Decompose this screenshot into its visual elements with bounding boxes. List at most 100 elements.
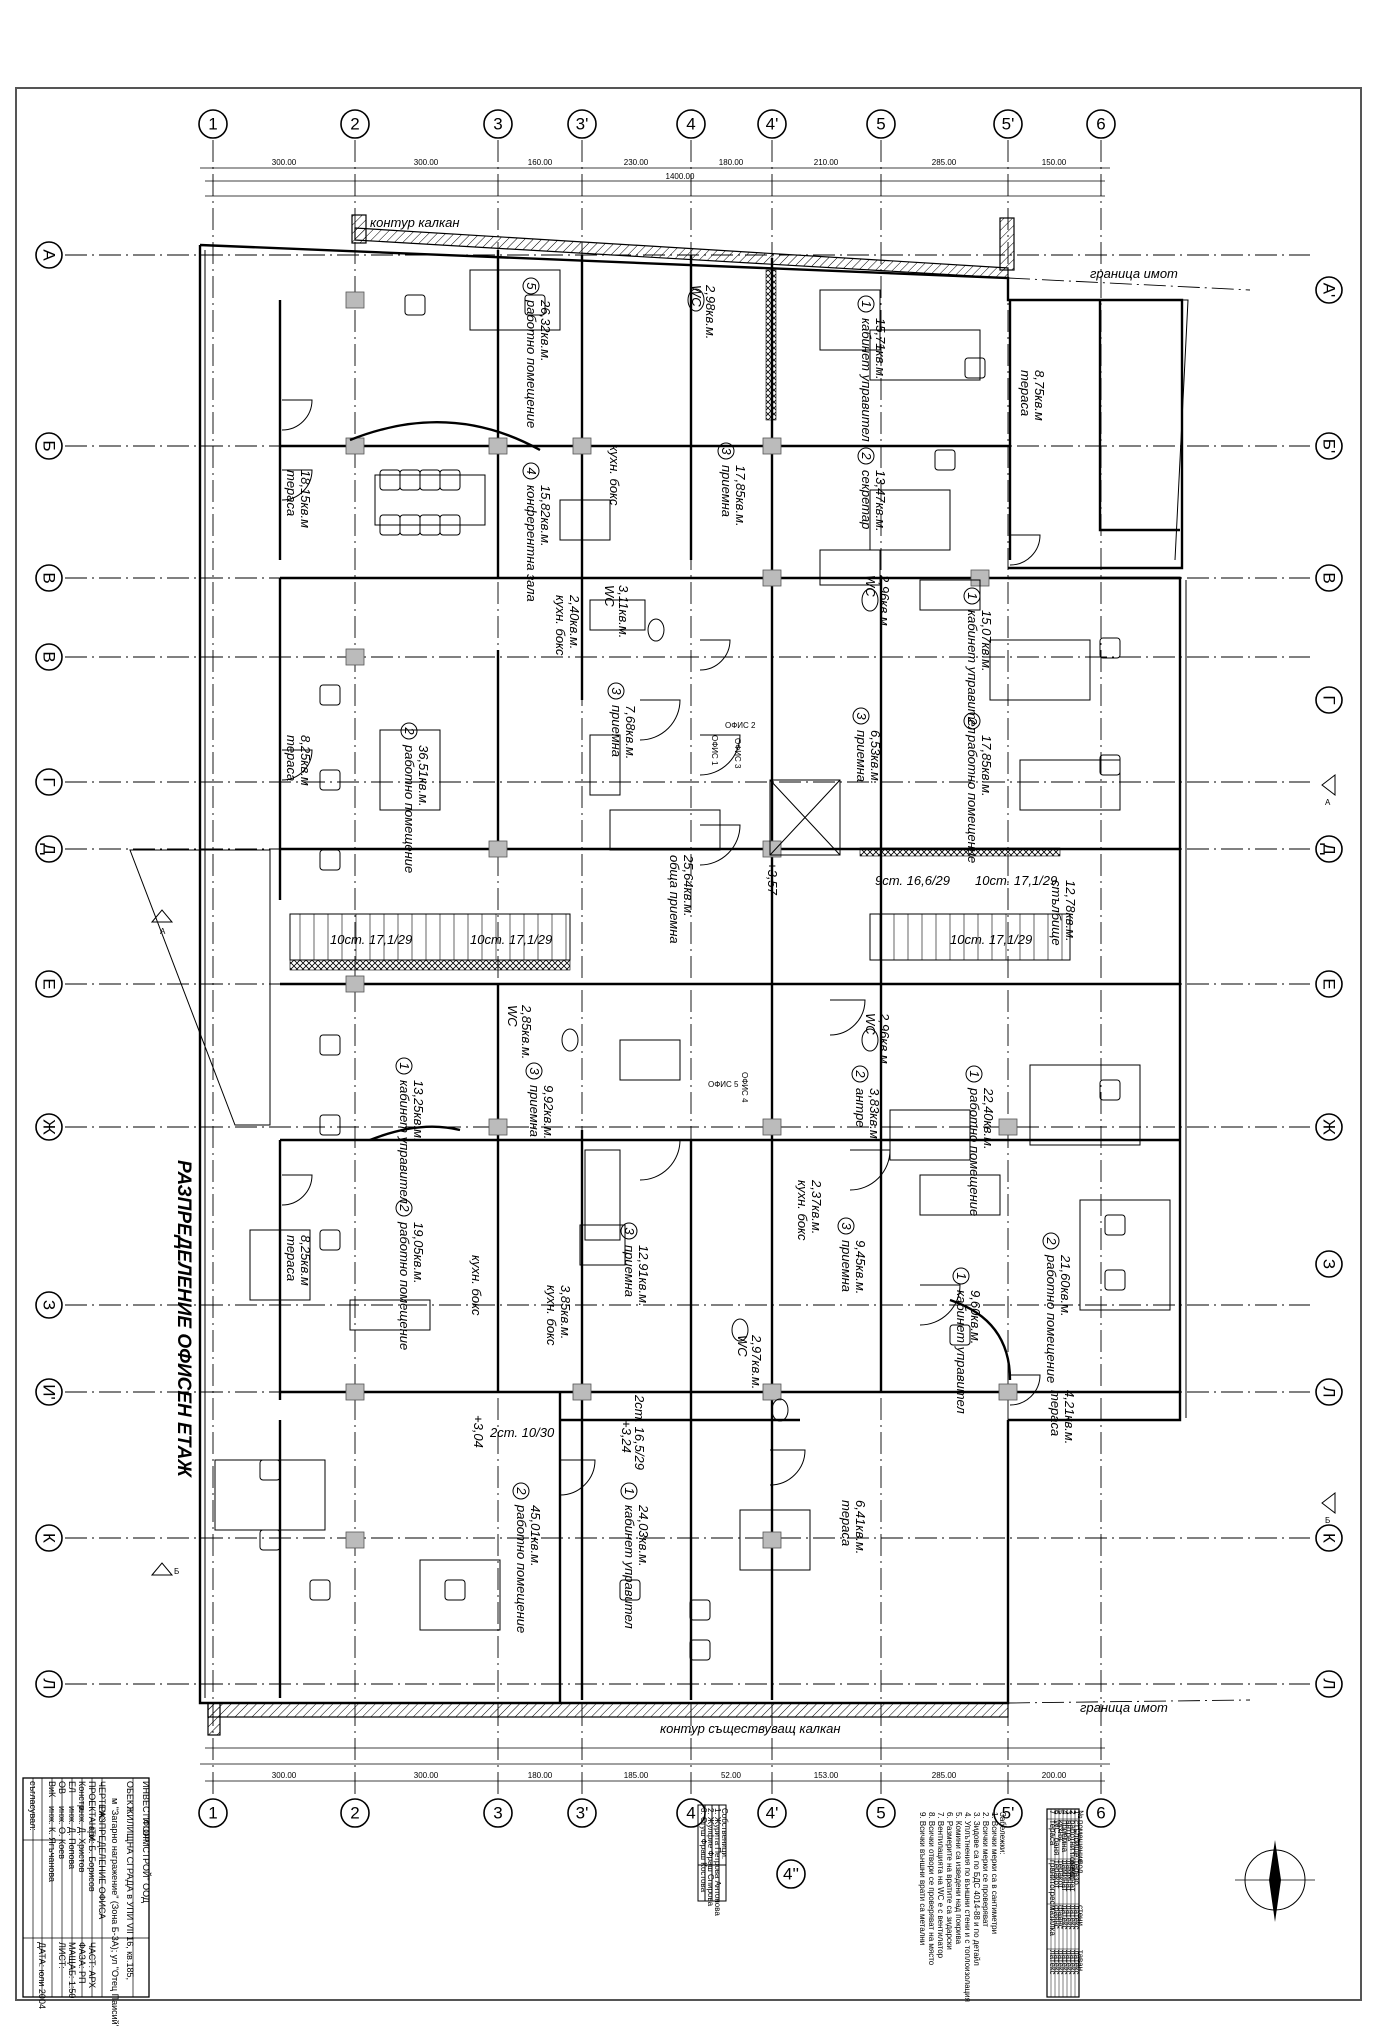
room-name: WC (863, 1013, 878, 1035)
room-number-bubble (963, 587, 981, 605)
chair (1099, 1079, 1121, 1101)
section-mark-b-left: Б (150, 1562, 179, 1576)
curved-wall-conference (349, 421, 541, 452)
table-cell: тераса (1048, 1820, 1057, 1846)
door-swing (919, 1284, 961, 1326)
dimension-top: 230.00 (624, 158, 649, 167)
gable-corner-bl (207, 1702, 221, 1736)
row-label: Ж (1320, 1119, 1339, 1135)
room-area: 12,78кв.м. (1063, 880, 1078, 942)
row-bubble-left: Л (35, 1670, 63, 1698)
column-bubble-bottom: 6 (1086, 1798, 1116, 1828)
room-label: кухн. бокс (607, 445, 622, 506)
table-header: № (1076, 1810, 1085, 1819)
column-bubble-bottom: 4' (757, 1798, 787, 1828)
door-swing (281, 469, 313, 501)
room-number-bubble (851, 1065, 869, 1083)
room-name: тераса (284, 1235, 299, 1281)
desk (1079, 1199, 1171, 1311)
room-number-bubble (963, 712, 981, 730)
gable-corner-right (999, 217, 1015, 271)
column-label: 4' (766, 1804, 779, 1823)
table-cell: гранитогрес (1048, 1860, 1057, 1905)
room-area: 9,60кв.м. (968, 1290, 983, 1344)
stair-label-6: 2ст. 10/30 (489, 1425, 555, 1440)
room-area: 7,68кв.м. (623, 705, 638, 759)
dimension-top: 285.00 (932, 158, 957, 167)
column-bubble-top: 6 (1086, 109, 1116, 139)
row-bubble-right: Е (1315, 970, 1343, 998)
door-swing (699, 639, 731, 671)
structural-column (762, 1118, 782, 1136)
room-number-bubble (1042, 1232, 1060, 1250)
doors (281, 399, 1041, 1496)
column-label: 4 (686, 115, 695, 134)
chair (319, 1034, 341, 1056)
designers-label: ПРОЕКТАНТИ: (87, 1781, 97, 1844)
floor-title: РАЗПРЕДЕЛЕНИЕ ОФИСЕН ЕТАЖ (173, 1160, 194, 1478)
chair (259, 1459, 281, 1481)
table-cell: 6 (1052, 1810, 1061, 1815)
stair-label-4: 10ст. 17,1/29 (975, 873, 1057, 888)
column-label: 5 (876, 1804, 885, 1823)
slanted-terrace (129, 849, 271, 1126)
masonry-wall (765, 269, 777, 421)
room-area: 15,07кв.м. (979, 610, 994, 672)
desk (559, 499, 611, 541)
dimension-top: 300.00 (414, 158, 439, 167)
column-label: 3 (493, 1804, 502, 1823)
door-swing (559, 1459, 596, 1496)
sheet-frame (15, 87, 1362, 2001)
door-swing (281, 399, 313, 431)
stair-left (289, 913, 571, 961)
level-mark-1: +3,57 (765, 862, 780, 896)
room-number: 1 (965, 592, 980, 599)
desk (819, 289, 881, 351)
room-area: 45,01кв.м. (528, 1505, 543, 1567)
column-bubble-bottom: 5 (866, 1798, 896, 1828)
room-number-bubble (717, 442, 735, 460)
desk (469, 269, 561, 331)
table-cell: стълбище (1072, 1820, 1081, 1858)
row-label: Л (1320, 1678, 1339, 1689)
row-bubble-left: К (35, 1524, 63, 1552)
chair (259, 1529, 281, 1551)
desk (889, 1109, 971, 1161)
room-number-bubble (395, 1199, 413, 1217)
stair-label-3: 9ст. 16,6/29 (875, 873, 950, 888)
row-bubble-right: В (1315, 564, 1343, 592)
room-number-bubble (857, 447, 875, 465)
table-cell: теракот (1052, 1860, 1061, 1889)
desk (989, 639, 1091, 701)
room-name: конферентна зала (524, 485, 539, 602)
room-number: 3 (622, 1227, 637, 1235)
table-cell: ламинат (1064, 1860, 1073, 1892)
room-area: 24,03кв.м. (636, 1504, 651, 1567)
note-item: 8. Всички отвори се проверяват на място (927, 1812, 936, 1966)
room-number: 3 (609, 687, 624, 695)
column-label: 2 (350, 115, 359, 134)
room-number-bubble (620, 1482, 638, 1500)
dimension-top: 210.00 (814, 158, 839, 167)
chair (309, 1579, 331, 1601)
room-name: приемна (719, 465, 734, 517)
room-number: 5 (524, 282, 539, 290)
room-area: 3,83кв.м. (867, 1088, 882, 1142)
row-label: Ж (40, 1119, 59, 1135)
row-bubble-right: Б' (1315, 432, 1343, 460)
room-name: кабинет управител (859, 318, 874, 442)
structural-column (345, 1383, 365, 1401)
room-area: 18,15кв.м (298, 470, 313, 528)
office-2-mark: ОФИС 2 (725, 721, 756, 730)
room-area: 13,47кв.м. (873, 470, 888, 532)
